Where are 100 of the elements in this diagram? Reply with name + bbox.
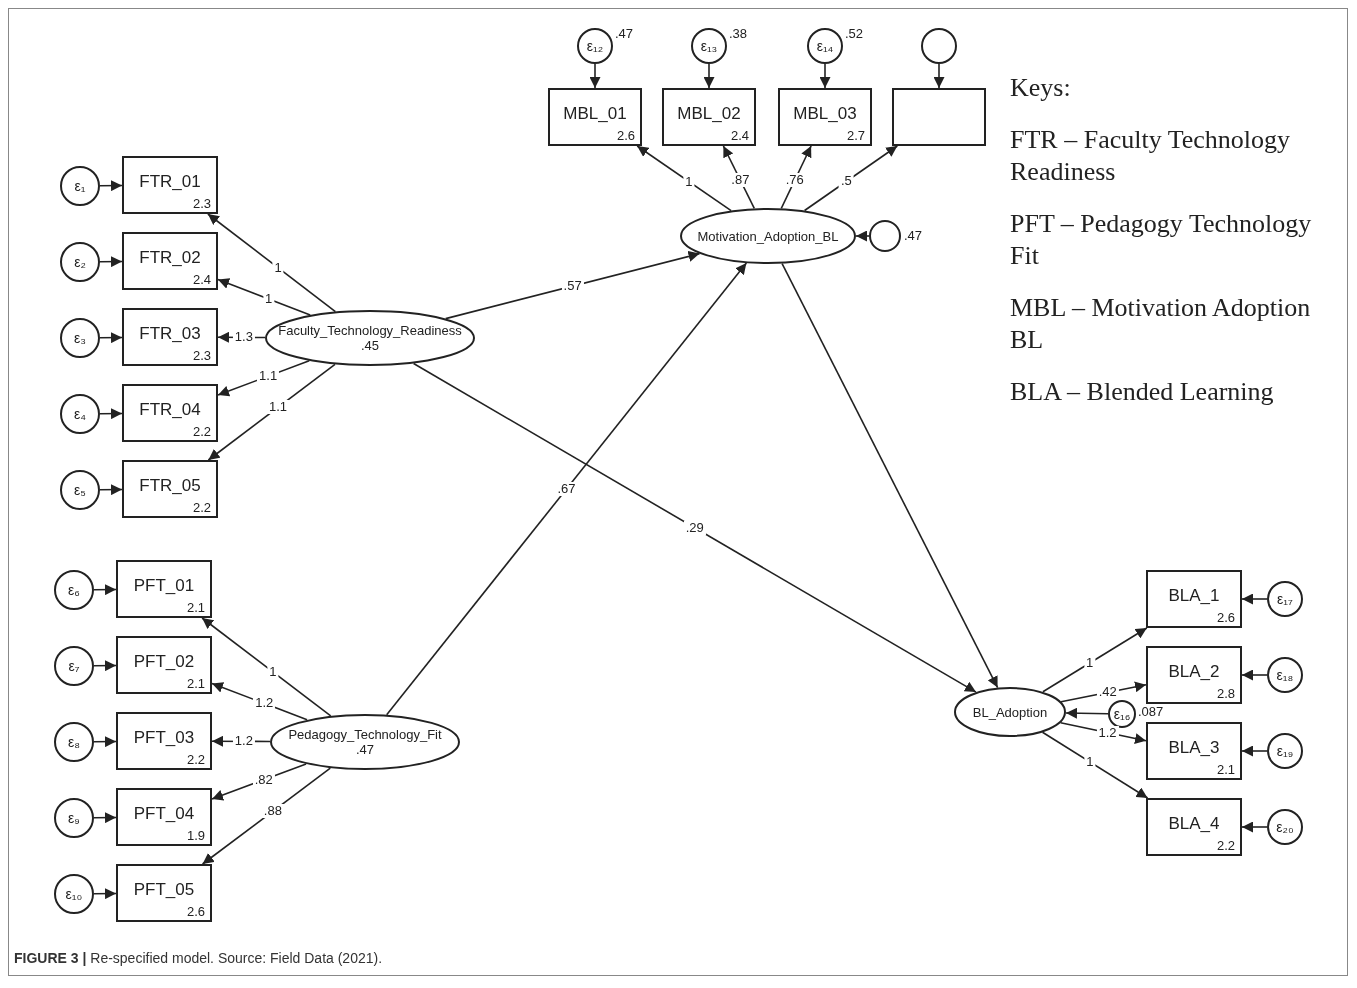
arrow	[1241, 745, 1268, 757]
mean-value: 2.3	[192, 348, 211, 363]
variable-box	[116, 788, 212, 846]
variable-box	[116, 636, 212, 694]
variance-value: .47	[615, 26, 634, 41]
variance-value: .45	[360, 338, 380, 353]
edge-label: 1.1	[257, 369, 280, 384]
arrow	[1241, 821, 1268, 833]
variable-name: PFT_01	[133, 576, 195, 596]
mean-value: 2.3	[192, 196, 211, 211]
mean-value: 2.8	[1216, 686, 1235, 701]
error-circle: ε₁₉	[1267, 733, 1303, 769]
edge-label: 1	[267, 664, 279, 679]
variable-box	[662, 88, 756, 146]
variable-name: FTR_02	[139, 248, 201, 268]
mean-value: 2.2	[192, 500, 211, 515]
arrow	[781, 262, 999, 689]
arrow	[99, 256, 123, 268]
arrow	[1042, 627, 1148, 693]
latent-name: BL_Adoption	[972, 704, 1048, 720]
arrow	[722, 145, 756, 210]
arrow	[636, 145, 732, 212]
error-circle: ε₁₄	[807, 28, 843, 64]
arrow	[201, 617, 332, 717]
edge-label: 1.2	[1096, 725, 1119, 740]
variable-name: PFT_02	[133, 652, 195, 672]
mean-value: 2.6	[616, 128, 635, 143]
arrow	[207, 213, 337, 313]
arrow	[99, 332, 123, 344]
mean-value: 2.2	[192, 424, 211, 439]
key-text: Keys:	[1010, 72, 1072, 104]
variable-name: BLA_2	[1168, 662, 1220, 682]
arrow	[385, 262, 748, 716]
arrow	[819, 63, 831, 89]
error-circle: ε₄	[60, 394, 100, 434]
edge-label: 1	[1084, 754, 1096, 769]
mean-value: 2.2	[1216, 838, 1235, 853]
error-circle: ε₃	[60, 318, 100, 358]
error-circle: ε₂	[60, 242, 100, 282]
variance-value: .087	[1138, 704, 1164, 719]
variable-name: FTR_05	[139, 476, 201, 496]
variable-name: BLA_1	[1168, 586, 1220, 606]
variance-value: .38	[729, 26, 748, 41]
arrow	[1059, 721, 1147, 744]
error-circle: ε₆	[54, 570, 94, 610]
edge-label: .87	[729, 173, 752, 188]
error-circle: ε₂₀	[1267, 809, 1303, 845]
variable-name: FTR_04	[139, 400, 201, 420]
edge-label: .29	[683, 520, 706, 535]
error-circle: ε₁₀	[54, 874, 94, 914]
arrow	[211, 735, 271, 747]
variable-box	[548, 88, 642, 146]
arrow	[703, 63, 715, 89]
arrow	[780, 145, 812, 210]
arrow	[1241, 593, 1268, 605]
variable-name: PFT_05	[133, 880, 195, 900]
latent-name: Pedagogy_Technology_Fit	[288, 727, 442, 742]
mean-value: 2.7	[846, 128, 865, 143]
variable-box	[778, 88, 872, 146]
variable-name: BLA_4	[1168, 814, 1220, 834]
variable-box	[1146, 646, 1242, 704]
arrow	[93, 660, 117, 672]
arrow	[217, 278, 311, 316]
latent-ellipse	[270, 714, 460, 770]
error-circle: ε₁₃	[691, 28, 727, 64]
variable-name: PFT_04	[133, 804, 195, 824]
mean-value: 2.6	[186, 904, 205, 919]
latent-name: Motivation_Adoption_BL	[697, 228, 839, 244]
error-circle	[869, 220, 901, 252]
variable-name: MBL_02	[677, 104, 741, 124]
arrow	[93, 736, 117, 748]
error-circle: ε₈	[54, 722, 94, 762]
key-text: BLA – Blended Learning	[1010, 376, 1275, 408]
variable-box	[122, 232, 218, 290]
error-circle: ε₉	[54, 798, 94, 838]
arrow	[803, 145, 899, 212]
mean-value: 2.1	[186, 676, 205, 691]
variable-box	[122, 156, 218, 214]
mean-value: 2.1	[1216, 762, 1235, 777]
mean-value: 2.1	[186, 600, 205, 615]
edge-label: .76	[783, 173, 806, 188]
arrow	[1065, 707, 1109, 719]
arrow	[217, 360, 310, 397]
edge-label: 1	[272, 260, 284, 275]
edge-label: 1	[1084, 656, 1096, 671]
edge-label: .5	[838, 174, 854, 189]
arrow	[412, 362, 977, 693]
arrow	[93, 584, 117, 596]
error-circle: ε₁₆	[1108, 700, 1136, 728]
mean-value: 2.2	[186, 752, 205, 767]
error-circle: ε₁	[60, 166, 100, 206]
arrow	[933, 63, 945, 89]
mean-value: 2.6	[1216, 610, 1235, 625]
variance-value: .47	[904, 228, 923, 243]
latent-ellipse	[680, 208, 856, 264]
error-circle	[921, 28, 957, 64]
edge-label: .67	[555, 481, 578, 496]
arrow	[444, 251, 701, 320]
edge-label: 1.2	[253, 696, 276, 711]
latent-ellipse	[265, 310, 475, 366]
